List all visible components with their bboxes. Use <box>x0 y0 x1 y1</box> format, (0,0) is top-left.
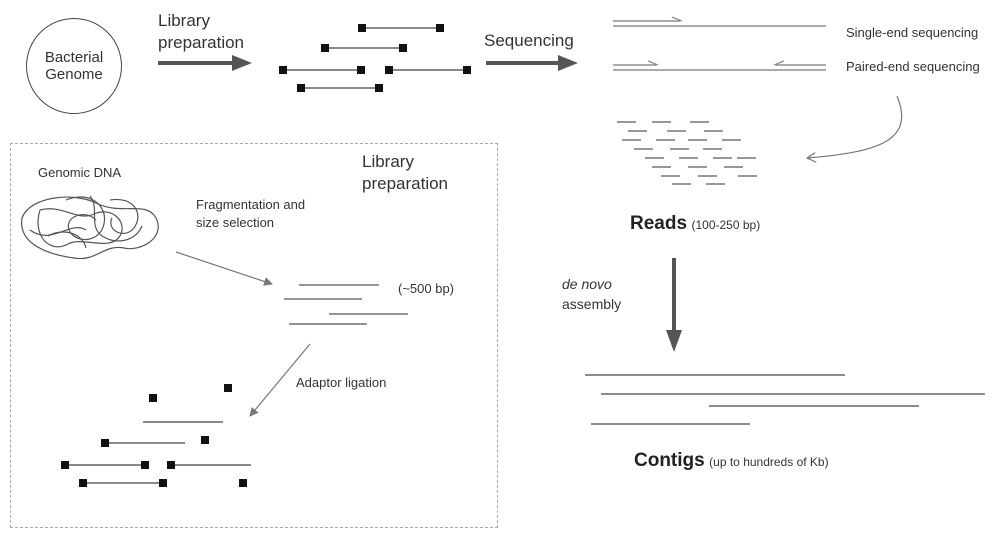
fragment-size-label: (~500 bp) <box>398 281 455 296</box>
sequencing-arrow <box>486 55 578 71</box>
bacterial-genome-circle: Bacterial Genome <box>26 18 122 114</box>
paired-end-label: Paired-end sequencing <box>846 59 980 74</box>
paired-end-read-diagram <box>613 60 826 71</box>
adaptor-ligation-label: Adaptor ligation <box>296 375 387 390</box>
paired-end-to-reads-arrow <box>808 95 903 158</box>
library-prep-label-line2: preparation <box>158 33 245 52</box>
genome-label-line1: Bacterial <box>44 48 104 66</box>
contigs-caption: Contigs (up to hundreds of Kb) <box>634 450 829 472</box>
reads-caption: Reads (100-250 bp) <box>630 213 760 235</box>
reads-size: (100-250 bp) <box>691 218 761 232</box>
genomic-dna-label: Genomic DNA <box>38 165 122 180</box>
single-end-label: Single-end sequencing <box>846 25 979 40</box>
short-reads-cluster <box>617 121 757 185</box>
library-prep-arrow <box>158 55 252 71</box>
genome-label-line2: Genome <box>45 66 103 83</box>
library-preparation-inset <box>10 143 498 528</box>
assembly-label-line1: de novo <box>562 276 612 292</box>
fragmentation-label-line2: size selection <box>196 215 275 230</box>
top-adapted-fragments <box>279 24 471 92</box>
contigs-size: (up to hundreds of Kb) <box>709 455 829 469</box>
single-end-read-diagram <box>613 16 826 27</box>
reads-label: Reads <box>630 213 688 234</box>
contigs-lines <box>585 374 985 425</box>
fragmentation-label-line1: Fragmentation and <box>196 197 306 212</box>
contigs-label: Contigs <box>634 450 705 471</box>
assembly-label-line2: assembly <box>562 296 622 312</box>
library-prep-label-line1: Library <box>158 11 210 30</box>
inset-title-line2: preparation <box>362 174 449 193</box>
assembly-down-arrow <box>666 258 682 352</box>
inset-title-line1: Library <box>362 152 414 171</box>
sequencing-label: Sequencing <box>484 31 574 50</box>
